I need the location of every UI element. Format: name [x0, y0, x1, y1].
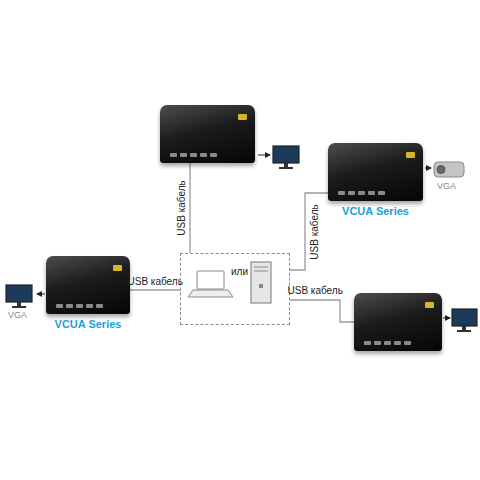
usb-cable	[130, 289, 180, 290]
cable-label: USB кабель	[308, 204, 320, 259]
video-arrow	[258, 155, 270, 156]
usb-port	[338, 191, 345, 195]
monitor-base	[279, 167, 293, 169]
cable-label: USB кабель	[128, 276, 183, 288]
or-label: или	[231, 266, 248, 277]
projector-lens	[437, 166, 445, 174]
usb-port	[378, 191, 385, 195]
monitor-base	[12, 306, 26, 308]
usb-port	[384, 341, 391, 345]
usb-cable	[290, 193, 328, 270]
series-label: VCUA Series	[31, 318, 145, 330]
power-button	[259, 284, 263, 288]
monitor-screen	[273, 146, 299, 163]
usb-port	[404, 341, 411, 345]
drive-slot	[254, 271, 268, 272]
usb-vga-adapter	[160, 105, 255, 163]
usb-port	[180, 153, 187, 157]
usb-port	[66, 304, 73, 308]
drive-slot	[254, 267, 268, 268]
usb-port	[358, 191, 365, 195]
usb-port	[190, 153, 197, 157]
monitor-screen	[6, 285, 32, 302]
video-arrow	[37, 294, 45, 295]
cable-label: USB кабель	[288, 285, 343, 297]
usb-cable	[189, 163, 190, 253]
video-arrow	[443, 318, 450, 319]
usb-vga-adapter: VCUA Series	[46, 256, 130, 314]
video-arrow	[425, 168, 431, 169]
usb-vga-adapter	[354, 293, 442, 351]
usb-port	[56, 304, 63, 308]
usb-port	[86, 304, 93, 308]
usb-port	[170, 153, 177, 157]
monitor-stand	[284, 163, 288, 167]
usb-port	[76, 304, 83, 308]
monitor-stand	[17, 302, 21, 306]
brand-logo	[113, 265, 122, 271]
usb-port	[200, 153, 207, 157]
projector-body	[434, 162, 464, 177]
cable-label: USB кабель	[175, 180, 187, 235]
usb-cable	[290, 300, 354, 322]
brand-logo	[238, 114, 247, 120]
usb-vga-adapter: VCUA Series	[328, 143, 423, 201]
pc-tower	[251, 262, 271, 303]
computer-group: или	[180, 253, 290, 325]
usb-port	[348, 191, 355, 195]
usb-port	[96, 304, 103, 308]
port-label: VGA	[8, 310, 27, 320]
usb-port	[210, 153, 217, 157]
monitor-stand	[462, 326, 466, 330]
usb-port	[374, 341, 381, 345]
monitor-screen	[452, 309, 477, 326]
usb-port	[394, 341, 401, 345]
series-label: VCUA Series	[313, 205, 438, 217]
brand-logo	[425, 302, 434, 308]
brand-logo	[406, 152, 415, 158]
port-label: VGA	[437, 181, 456, 191]
usb-port	[364, 341, 371, 345]
usb-port	[368, 191, 375, 195]
laptop-screen	[197, 271, 224, 289]
monitor-base	[457, 330, 471, 332]
laptop-base	[188, 290, 233, 297]
